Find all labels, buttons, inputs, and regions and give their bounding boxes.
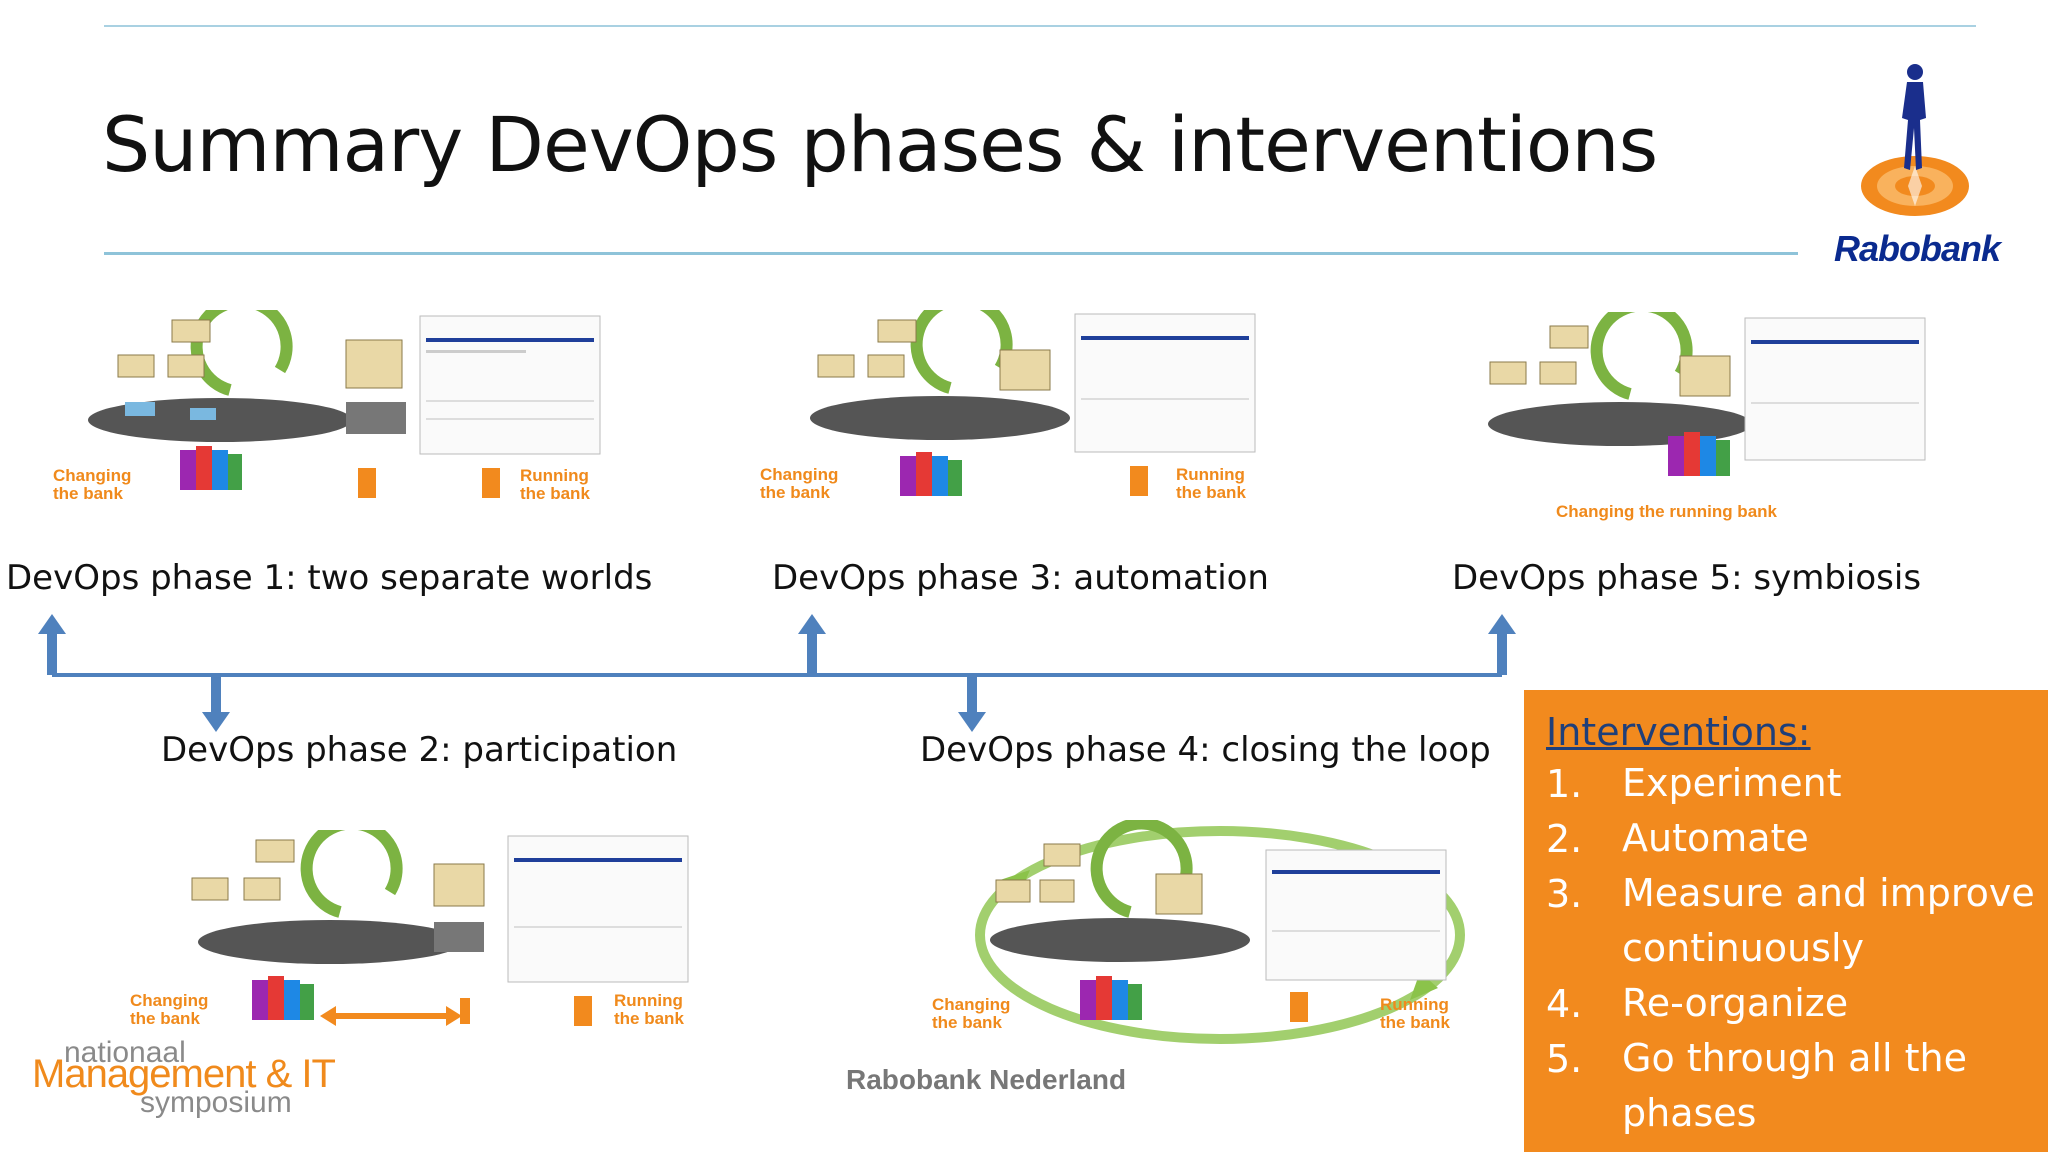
phase-1-label: DevOps phase 1: two separate worlds [6,558,653,598]
symposium-logo-line2: Management & IT [32,1052,336,1096]
arrow-up-icon [1488,614,1516,675]
changing-label-4: Changing the bank [932,995,1011,1032]
interventions-title: Interventions: [1546,710,1811,754]
phase2-illustration [160,817,700,1030]
arrow-up-icon [798,614,826,675]
phase-3-label: DevOps phase 3: automation [772,558,1269,598]
double-arrow-icon [320,1006,462,1026]
phase5-illustration [1420,299,1940,502]
interventions-panel: Interventions: 1. Experiment 2. Automate… [1524,690,2048,1152]
slide-title: Summary DevOps phases & interventions [102,100,1658,189]
changing-label-2: Changing the bank [130,991,209,1028]
running-label-1: Running the bank [520,466,590,503]
arrow-up-icon [38,614,66,675]
running-label-3: Running the bank [1176,465,1246,502]
changing-label-1: Changing the bank [53,466,132,503]
title-underline [104,252,1798,255]
intervention-num: 2. [1546,817,1583,861]
intervention-item: Automate [1622,816,1809,860]
intervention-item: Experiment [1622,761,1842,805]
symposium-logo-line1: nationaal [64,1036,186,1069]
intervention-num: 1. [1546,762,1583,806]
intervention-num: 4. [1546,982,1583,1026]
phase-4-label: DevOps phase 4: closing the loop [920,730,1491,770]
brand-name: Rabobank [1834,228,2001,269]
symposium-logo-line3: symposium [140,1086,292,1119]
phase-5-label: DevOps phase 5: symbiosis [1452,558,1922,598]
scrum-cycle-diagram [191,817,689,1026]
running-label-2: Running the bank [614,991,684,1028]
closing-loop-diagram [975,817,1465,1044]
changing-running-label: Changing the running bank [1556,502,1777,521]
interventions-title-text: Interventions [1546,710,1798,754]
intervention-item: Re-organize [1622,981,1849,1025]
intervention-num: 5. [1546,1037,1583,1081]
phase-2-label: DevOps phase 2: participation [161,730,678,770]
phase1-illustration [50,295,610,510]
interventions-title-colon: : [1797,710,1811,754]
intervention-item: Measure and improve continuously [1622,871,2035,970]
top-rule [104,25,1976,27]
phase4-illustration [960,817,1480,1050]
rabobank-logo [1850,58,1980,223]
running-label-4: Running the bank [1380,995,1450,1032]
rabobank-logo-icon [1861,64,1969,216]
scrum-cycle-diagram [1488,299,1926,476]
intervention-item: Go through all the phases [1622,1036,1968,1135]
arrow-down-icon [958,675,986,732]
scrum-cycle-diagram [88,295,601,498]
intervention-num: 3. [1546,872,1583,916]
changing-label-3: Changing the bank [760,465,839,502]
arrow-down-icon [202,675,230,732]
phase3-illustration [750,293,1270,510]
scrum-cycle-diagram [810,293,1256,496]
timeline-arrows [38,614,1516,732]
timeline [0,610,1540,740]
footer-text: Rabobank Nederland [846,1064,1127,1095]
